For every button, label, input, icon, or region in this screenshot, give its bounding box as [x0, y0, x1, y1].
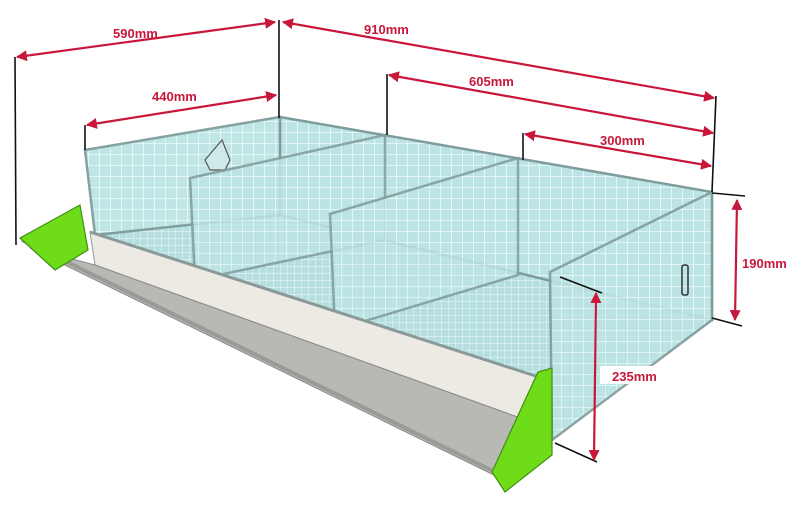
latch-icon: [681, 264, 689, 296]
dim-label-910: 910mm: [364, 22, 409, 37]
dim-label-190: 190mm: [742, 256, 787, 271]
dim-label-605: 605mm: [469, 74, 514, 89]
dimension-arrows: [15, 17, 743, 462]
dim-label-235: 235mm: [612, 369, 657, 384]
dim-label-590: 590mm: [113, 26, 158, 41]
right-end-cap: [491, 367, 553, 493]
dim-label-440: 440mm: [152, 89, 197, 104]
dim-590-arrow: [15, 17, 277, 62]
divider-panel-2: [328, 156, 520, 332]
trough-rail: [89, 230, 549, 382]
dim-235-arrow: [588, 291, 602, 462]
dim-440-arrow: [85, 91, 278, 129]
dim-label-300: 300mm: [600, 133, 645, 148]
dim-605-arrow: [387, 71, 715, 137]
extension-lines: [14, 20, 746, 463]
left-end-cap: [18, 204, 89, 271]
dim-190-arrow: [729, 198, 743, 322]
dim-300-arrow: [523, 130, 713, 170]
trough-lip: [21, 238, 496, 474]
panel-bracket-icon: [204, 138, 231, 171]
